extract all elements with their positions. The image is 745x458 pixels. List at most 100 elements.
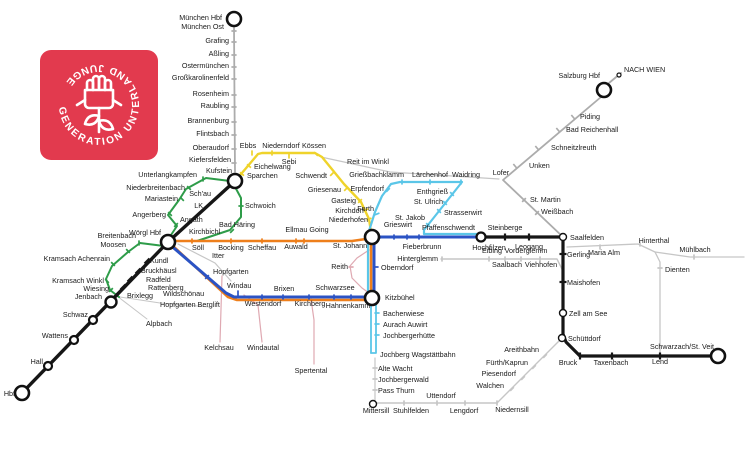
station-ellmau-going: Ellmau Going	[285, 225, 329, 244]
station-grafing: Grafing	[205, 36, 237, 45]
line-salzburg-saalfelden	[502, 96, 602, 238]
station-spertental: Spertental	[295, 366, 328, 375]
station-brannenburg: Brannenburg	[187, 116, 237, 125]
station-label: St. Jakob	[395, 213, 425, 222]
station-tick	[126, 275, 134, 283]
station-marker	[225, 10, 243, 28]
station-griesenau: Griesenau	[308, 185, 349, 194]
station-niederbreitenbach: Niederbreitenbach	[126, 183, 192, 192]
station-marker	[104, 295, 118, 309]
station-label: Zell am See	[569, 309, 607, 318]
station-label: Salzburg Hbf	[558, 71, 600, 80]
station-schwendt: Schwendt	[295, 171, 335, 180]
station-st-ulrich: St. Ulrich	[414, 197, 448, 206]
station-strasserwirt: Strasserwirt	[436, 208, 482, 217]
line-green-angerberg	[167, 177, 231, 239]
station-st-martin: St. Martin	[521, 195, 561, 204]
station-label: Wildschönau	[163, 289, 204, 298]
station-label: Areithbahn	[504, 345, 539, 354]
station-münchen-ost: München Ost	[181, 22, 237, 32]
station-mühlbach: Mühlbach	[679, 245, 711, 260]
station-label: Ebbs	[240, 141, 257, 150]
station-label: Brixen	[274, 284, 294, 293]
station-label: Grafing	[205, 36, 229, 45]
station-wildschönau: Wildschönau	[163, 289, 204, 298]
station-tick	[125, 248, 131, 254]
station-fürth-kaprun: Fürth/Kaprun	[486, 358, 537, 370]
line-glemmtal	[440, 258, 564, 272]
station-wörgl-hbf: Wörgl Hbf	[129, 228, 177, 251]
station-tick	[570, 114, 576, 120]
station-raubling: Raubling	[201, 101, 237, 110]
station-niederndorf: Niederndorf	[262, 141, 300, 156]
station-label: Eibing	[482, 246, 502, 255]
station-reit-im-winkl: Reit im Winkl	[347, 157, 389, 166]
station-label: Sparchen	[247, 171, 278, 180]
station-tick	[366, 217, 372, 221]
station-eichelwang: Eichelwang	[246, 162, 291, 171]
station-marker	[557, 333, 567, 343]
station-münchen-hbf: München Hbf	[179, 10, 243, 28]
line-wildschoenau	[119, 296, 211, 308]
station-tick	[134, 267, 142, 275]
station-label: Niederndorf	[262, 141, 300, 150]
station-marker	[558, 232, 568, 242]
station-tick	[363, 207, 369, 213]
station-sebi: Sebi	[282, 153, 297, 166]
station-tick	[509, 386, 515, 392]
station-westendorf: Westendorf	[245, 294, 282, 308]
station-tick	[173, 222, 179, 228]
station-label: Rosenheim	[193, 89, 229, 98]
station-söll: Söll	[192, 243, 204, 252]
station-label: Oberndorf	[381, 263, 413, 272]
line-alpbach	[116, 295, 148, 320]
station-label: Oberaudorf	[193, 143, 229, 152]
station-label: Breitenbach	[98, 231, 136, 240]
station-label: Hinterglemm	[397, 254, 438, 263]
station-label: Alte Wacht	[378, 364, 412, 373]
station-label: Kelchsau	[204, 343, 234, 352]
station-tick	[343, 186, 349, 192]
station-label: Lofer	[493, 168, 510, 177]
station-hopfgarten-berglift: Hopfgarten Berglift	[160, 300, 220, 309]
station-label: Westendorf	[245, 299, 282, 308]
station-label: Kramsach Winkl	[52, 276, 104, 285]
station-tick	[186, 185, 192, 191]
station-kirchdorf: Kirchdorf	[335, 206, 369, 215]
station-label: Kössen	[302, 141, 326, 150]
station-waidring: Waidring	[452, 170, 480, 185]
line-saalfelden-schwarzach-black	[561, 239, 713, 358]
station-weißbach: Weißbach	[534, 207, 573, 216]
station-mittersill: Mittersill	[363, 399, 390, 415]
station-gerling: Gerling	[559, 250, 590, 259]
station-auwald: Auwald	[284, 238, 308, 251]
station-label: Itter	[212, 251, 225, 260]
station-aßling: Aßling	[209, 49, 237, 58]
station-label: Eichelwang	[254, 162, 291, 171]
station-label: Niedernsill	[495, 405, 529, 414]
station-label: Lend	[652, 357, 668, 366]
station-marker	[87, 314, 99, 326]
station-radfeld: Radfeld	[126, 275, 171, 284]
station-hahnenkamm: Hahnenkamm	[326, 294, 370, 310]
station-label: Bruck	[559, 358, 578, 367]
station-label: München Hbf	[179, 13, 222, 22]
station-label: St. Ulrich	[414, 197, 443, 206]
station-tick	[436, 208, 442, 214]
station-label: Hinterthal	[639, 236, 670, 245]
station-label: Saalbach	[492, 260, 522, 269]
station-furth: Furth	[357, 204, 380, 216]
station-label: Maishofen	[567, 278, 600, 287]
station-label: Flintsbach	[196, 129, 229, 138]
station-label: Kirchdorf	[335, 206, 364, 215]
station-label: Jenbach	[75, 292, 102, 301]
station-label: Strasserwirt	[444, 208, 482, 217]
station-label: Schüttdorf	[568, 334, 601, 343]
station-marker	[42, 360, 54, 372]
station-label: Ellmau Going	[285, 225, 328, 234]
station-oberaudorf: Oberaudorf	[193, 143, 237, 152]
station-tick	[385, 187, 391, 193]
station-marker	[595, 81, 613, 99]
station-label: Weißbach	[541, 207, 573, 216]
station-label: Grießbachklamm	[349, 170, 404, 179]
